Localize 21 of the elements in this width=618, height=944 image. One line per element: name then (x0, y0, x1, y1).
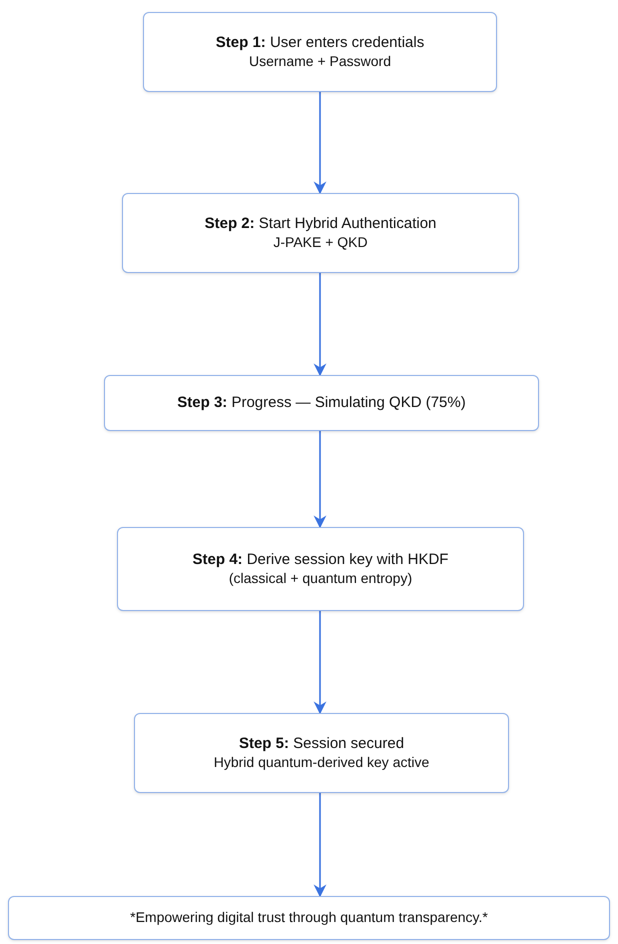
step-title: Step 1: User enters credentials (216, 34, 424, 53)
arrow (314, 611, 326, 714)
step-text: (classical + quantum entropy) (228, 570, 412, 588)
step-text: Username + Password (248, 52, 391, 70)
step-title: Step 2: Start Hybrid Authentication (204, 214, 436, 234)
process-box (143, 12, 497, 92)
step-title: Step 3: Progress — Simulating QKD (75%) (177, 394, 466, 412)
process-box (134, 713, 509, 793)
step-text: Hybrid quantum-derived key active (214, 754, 430, 772)
step-title: Step 5: Session secured (238, 734, 404, 754)
process-box (8, 896, 610, 940)
arrow (314, 793, 326, 898)
process-box (117, 527, 524, 611)
step-title: Step 4: Derive session key with HKDF (192, 550, 448, 570)
process-box (122, 193, 519, 273)
process-box (104, 375, 539, 431)
arrow (314, 431, 326, 528)
arrow (314, 273, 326, 376)
step-text: J-PAKE + QKD (273, 234, 368, 252)
step-text: *Empowering digital trust through quantum transparency.* (130, 909, 488, 927)
arrow (314, 92, 326, 194)
